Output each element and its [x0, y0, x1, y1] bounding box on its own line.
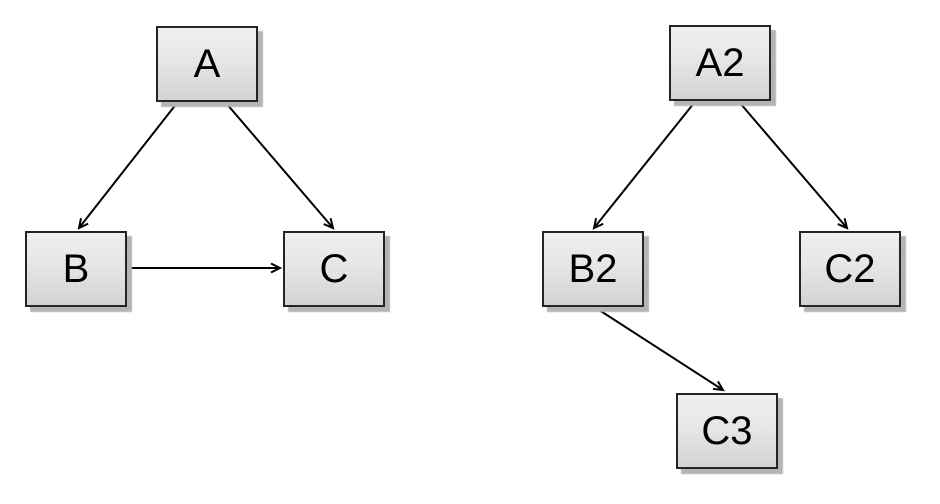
node-b-label: B	[62, 247, 90, 291]
node-c3[interactable]: C3	[676, 393, 778, 469]
node-c3-label: C3	[701, 409, 753, 453]
node-a-label: A	[193, 42, 221, 86]
node-b2-label: B2	[568, 247, 618, 291]
node-c2-label: C2	[824, 247, 876, 291]
node-b2[interactable]: B2	[542, 231, 644, 307]
node-a2[interactable]: A2	[669, 25, 771, 101]
node-c-label: C	[319, 247, 349, 291]
edge-b2-to-c3[interactable]	[595, 307, 725, 392]
edge-a2-to-b2[interactable]	[592, 102, 695, 230]
node-c[interactable]: C	[283, 231, 385, 307]
node-a2-label: A2	[695, 41, 745, 85]
node-c2[interactable]: C2	[799, 231, 901, 307]
node-b[interactable]: B	[25, 231, 127, 307]
edge-a2-to-c2[interactable]	[739, 102, 849, 230]
edge-a-to-c[interactable]	[225, 102, 335, 230]
edge-a-to-b[interactable]	[77, 102, 178, 230]
node-a[interactable]: A	[156, 26, 258, 102]
